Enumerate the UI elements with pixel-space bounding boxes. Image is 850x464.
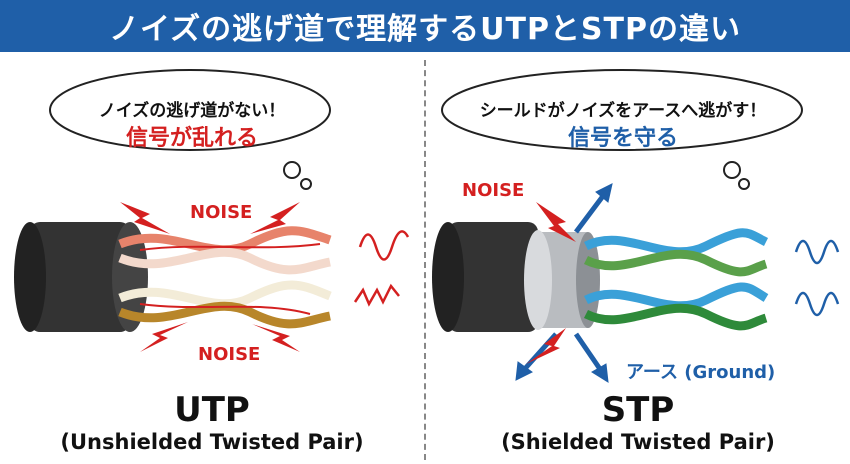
distorted-signal-icon	[353, 230, 410, 307]
clean-signal-icon	[794, 239, 840, 317]
lightning-icon	[120, 202, 300, 352]
noise-label: NOISE	[462, 180, 525, 201]
stp-panel: シールドがノイズをアースへ逃がす！ 信号を守る NOISE アース (Groun…	[426, 52, 850, 464]
twisted-pair-top	[583, 228, 769, 277]
foil-shield	[524, 230, 600, 330]
page-title: ノイズの逃げ道で理解するUTPとSTPの違い	[109, 12, 741, 47]
stp-bubble-line1: シールドがノイズをアースへ逃がす！	[479, 101, 767, 121]
stp-name: STP	[601, 390, 675, 430]
utp-full-name: (Unshielded Twisted Pair)	[60, 430, 364, 454]
utp-bubble-line1: ノイズの逃げ道がない！	[98, 101, 286, 121]
title-bar: ノイズの逃げ道で理解するUTPとSTPの違い	[0, 0, 850, 52]
twisted-pair-bottom	[118, 280, 332, 329]
utp-illustration	[14, 69, 410, 352]
utp-panel: ノイズの逃げ道がない！ 信号が乱れる NOISE NOISE UTP (Unsh…	[0, 52, 424, 464]
lightning-icon	[526, 202, 576, 364]
twisted-pair-top	[118, 226, 332, 275]
cable-jacket	[14, 222, 148, 332]
stp-full-name: (Shielded Twisted Pair)	[501, 430, 775, 454]
cable-jacket	[432, 222, 538, 332]
thought-bubble	[441, 69, 803, 190]
thought-bubble	[49, 69, 331, 190]
utp-bubble-line2: 信号が乱れる	[125, 126, 258, 151]
divider	[424, 60, 426, 460]
noise-label-bottom: NOISE	[198, 344, 261, 365]
ground-label: アース (Ground)	[626, 362, 776, 383]
stp-illustration	[432, 69, 840, 383]
noise-label-top: NOISE	[190, 202, 253, 223]
utp-name: UTP	[174, 390, 250, 430]
twisted-pair-bottom	[583, 282, 769, 331]
stp-bubble-line2: 信号を守る	[567, 126, 678, 151]
